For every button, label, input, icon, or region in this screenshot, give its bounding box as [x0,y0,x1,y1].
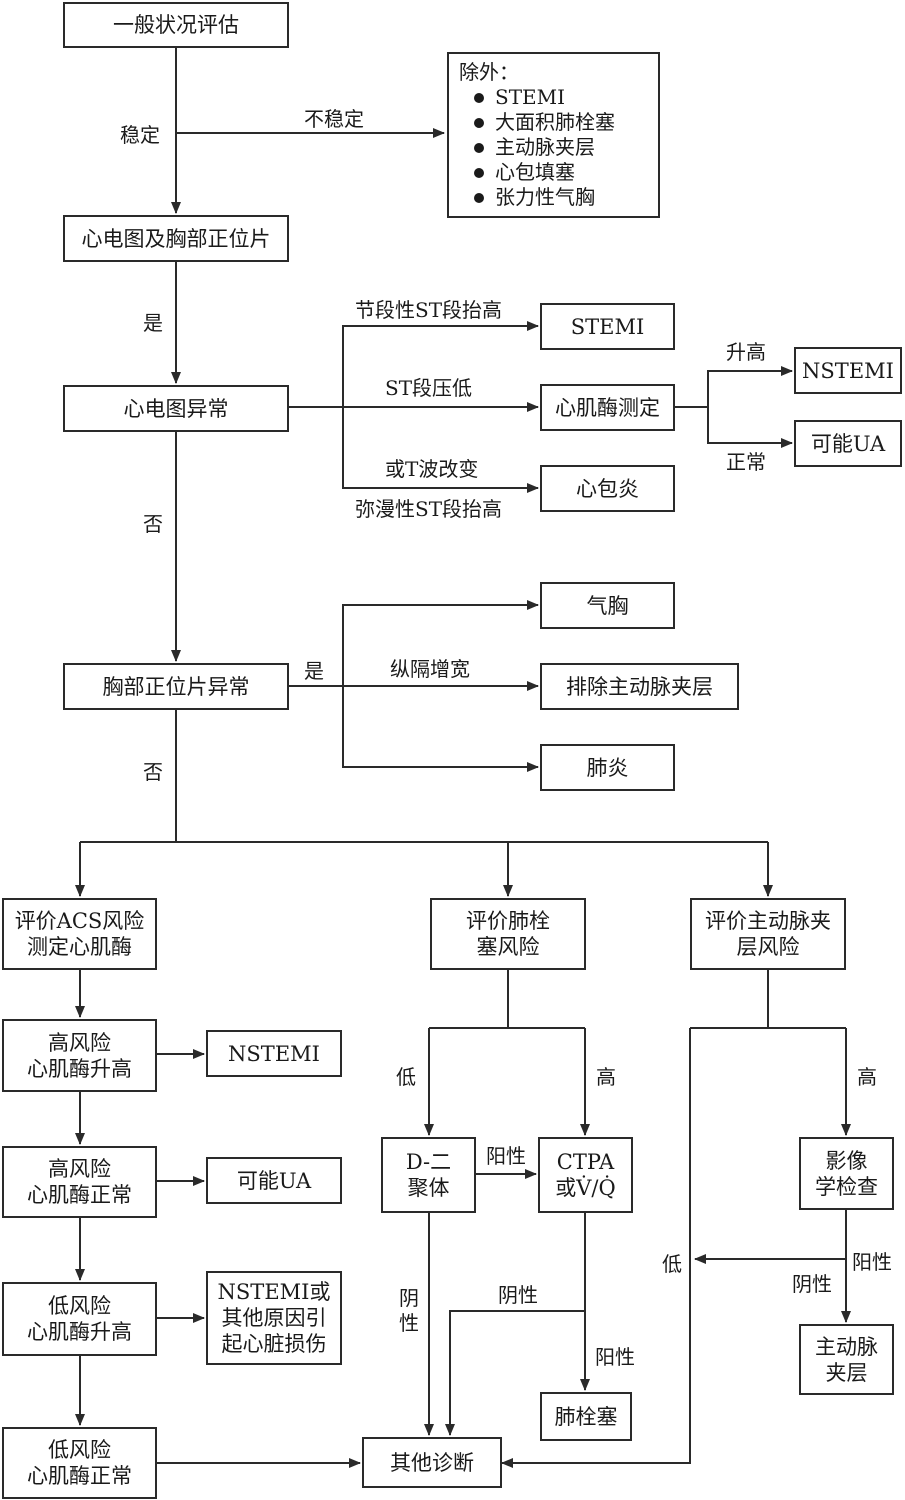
node-possible-ua-top: 可能UA [794,420,902,467]
label-diffuse-st: 弥漫性ST段抬高 [355,497,503,521]
label-yes-ecg: 是 [143,311,163,335]
exclusion-list: 除外： STEMI 大面积肺栓塞 主动脉夹层 心包填塞 张力性气胸 [447,52,660,218]
exclusion-item: STEMI [459,85,658,110]
label-normal: 正常 [726,450,766,474]
node-other-diagnosis: 其他诊断 [362,1437,502,1488]
node-ad-risk: 评价主动脉夹层风险 [690,898,846,970]
label-positive-imaging: 阳性 [852,1250,892,1274]
exclusion-item: 大面积肺栓塞 [459,110,658,135]
node-ecg-abnormal: 心电图异常 [63,385,289,432]
node-possible-ua-left: 可能UA [206,1157,342,1204]
node-pe-risk: 评价肺栓塞风险 [430,898,586,970]
label-stable: 稳定 [120,123,160,147]
label-mediastinum: 纵隔增宽 [390,657,470,681]
node-high-risk-enzyme-normal: 高风险心肌酶正常 [2,1146,157,1218]
exclusion-item: 张力性气胸 [459,185,658,210]
node-stemi: STEMI [540,303,675,350]
node-low-risk-enzyme-up: 低风险心肌酶升高 [2,1282,157,1356]
label-unstable: 不稳定 [304,107,364,131]
node-chest-film-abnormal: 胸部正位片异常 [63,663,289,710]
label-segmental-st: 节段性ST段抬高 [355,298,503,322]
node-exclude-aortic-dissection: 排除主动脉夹层 [540,663,739,710]
label-ad-high: 高 [857,1065,877,1089]
label-pe-high: 高 [596,1065,616,1089]
label-negative-imaging: 阴性 [792,1272,832,1296]
node-enzyme-test: 心肌酶测定 [540,384,675,431]
label-positive-ctpa: 阳性 [595,1345,635,1369]
label-st-depression: ST段压低 [385,376,473,400]
label-negative-ddimer-1: 阴 [399,1286,419,1310]
node-aortic-dissection: 主动脉夹层 [799,1324,894,1395]
label-negative-ctpa: 阴性 [498,1283,538,1307]
label-yes-chest: 是 [304,659,324,683]
label-no-ecg: 否 [143,512,163,536]
label-negative-ddimer-2: 性 [399,1311,419,1335]
exclusion-item: 主动脉夹层 [459,135,658,160]
label-pe-low: 低 [396,1065,416,1089]
label-positive-ddimer: 阳性 [486,1144,526,1168]
node-high-risk-enzyme-up: 高风险心肌酶升高 [2,1019,157,1092]
node-nstemi-or-other-injury: NSTEMI或其他原因引起心脏损伤 [206,1271,342,1365]
label-ad-low: 低 [662,1252,682,1276]
node-low-risk-enzyme-normal: 低风险心肌酶正常 [2,1427,157,1499]
node-general-assessment: 一般状况评估 [63,2,289,48]
node-acs-risk: 评价ACS风险测定心肌酶 [2,898,157,970]
exclusion-item: 心包填塞 [459,160,658,185]
node-d-dimer: D-二聚体 [381,1137,476,1213]
node-nstemi-left: NSTEMI [206,1030,342,1077]
node-ecg-and-chest-film: 心电图及胸部正位片 [63,215,289,262]
label-t-wave: 或T波改变 [385,457,479,481]
label-elevated: 升高 [726,340,766,364]
node-pneumonia: 肺炎 [540,744,675,791]
node-pericarditis: 心包炎 [540,465,675,512]
node-pneumothorax: 气胸 [540,582,675,629]
node-pulmonary-embolism: 肺栓塞 [540,1392,632,1441]
node-nstemi-top: NSTEMI [794,347,902,394]
exclusion-title: 除外： [459,60,519,84]
node-imaging: 影像学检查 [799,1137,894,1210]
label-no-chest: 否 [143,760,163,784]
